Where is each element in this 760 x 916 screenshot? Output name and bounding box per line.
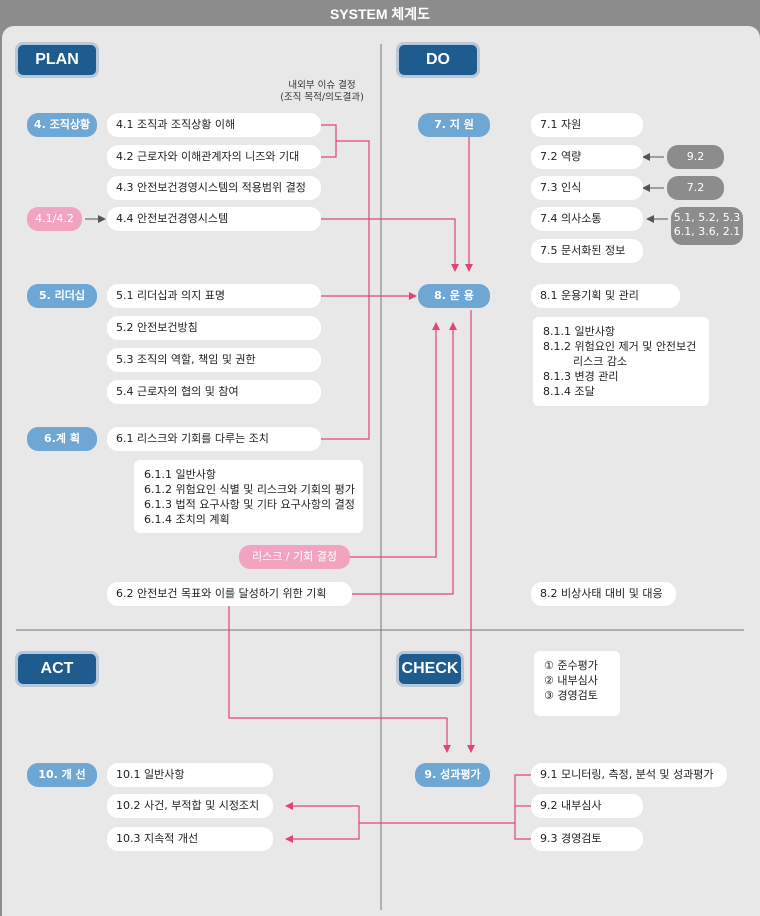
issues-note: 내외부 이슈 결정 (조직 목적/의도결과) — [262, 80, 382, 104]
sub-8-1-2: 8.1.2 위험요인 제거 및 안전보건 — [543, 340, 697, 353]
check-bracket — [514, 774, 531, 840]
ref-communication-line1: 5.1, 5.2, 5.3 — [673, 211, 741, 224]
risk-opportunity-tag: 리스크 / 기회 결정 — [239, 545, 350, 569]
ref-4-1-4-2: 4.1/4.2 — [27, 207, 82, 231]
tag-support: 7. 지 원 — [418, 113, 490, 137]
sub-6-1-3: 6.1.3 법적 요구사항 및 기타 요구사항의 결정 — [144, 498, 355, 511]
tag-planning: 6.계 획 — [27, 427, 97, 451]
item-4-4: 4.4 안전보건경영시스템 — [107, 207, 321, 231]
tag-evaluation: 9. 성과평가 — [415, 763, 490, 787]
item-7-5: 7.5 문서화된 정보 — [531, 239, 643, 263]
item-5-2: 5.2 안전보건방침 — [107, 316, 321, 340]
connector-41-42 — [321, 124, 337, 158]
ref-7-2: 7.2 — [667, 176, 724, 200]
sub-8-1-3: 8.1.3 변경 관리 — [543, 370, 619, 383]
arrow-check-to-act-2 — [285, 823, 360, 843]
connector-context-to-operation — [321, 140, 370, 440]
item-7-1: 7.1 자원 — [531, 113, 643, 137]
item-10-3: 10.3 지속적 개선 — [107, 827, 273, 851]
sub-8-1-4: 8.1.4 조달 — [543, 385, 595, 398]
check-list-3: ③ 경영검토 — [544, 689, 598, 702]
item-5-3: 5.3 조직의 역할, 책임 및 권한 — [107, 348, 321, 372]
sub-6-1-2: 6.1.2 위험요인 식별 및 리스크와 기회의 평가 — [144, 483, 355, 496]
operation-sub-box: 8.1.1 일반사항 8.1.2 위험요인 제거 및 안전보건 리스크 감소 8… — [533, 317, 709, 406]
item-5-1: 5.1 리더십과 의지 표명 — [107, 284, 321, 308]
issues-note-line2: (조직 목적/의도결과) — [280, 92, 364, 103]
ref-communication-line2: 6.1, 3.6, 2.1 — [673, 225, 741, 238]
item-8-2: 8.2 비상사태 대비 및 대응 — [531, 582, 676, 606]
planning-sub-box: 6.1.1 일반사항 6.1.2 위험요인 식별 및 리스크와 기회의 평가 6… — [134, 460, 363, 533]
sub-8-1-2-cont: 리스크 감소 — [573, 355, 628, 368]
ref-9-2: 9.2 — [667, 145, 724, 169]
arrow-44-to-operation — [321, 218, 459, 272]
arrow-objectives-to-operation — [352, 322, 457, 595]
section-act: ACT — [15, 651, 99, 687]
arrow-objectives-to-check — [228, 606, 451, 753]
arrow-risk-to-operation — [350, 322, 440, 558]
sub-6-1-1: 6.1.1 일반사항 — [144, 468, 216, 481]
item-6-1: 6.1 리스크와 기회를 다루는 조치 — [107, 427, 321, 451]
item-10-2: 10.2 사건, 부적합 및 시정조치 — [107, 794, 273, 818]
section-check: CHECK — [396, 651, 464, 687]
tag-operation: 8. 운 용 — [418, 284, 490, 308]
diagram-title: SYSTEM 체계도 — [329, 6, 431, 22]
item-9-2: 9.2 내부심사 — [531, 794, 643, 818]
sub-6-1-4: 6.1.4 조치의 계획 — [144, 513, 230, 526]
item-7-4: 7.4 의사소통 — [531, 207, 643, 231]
item-9-3: 9.3 경영검토 — [531, 827, 643, 851]
item-9-1: 9.1 모니터링, 측정, 분석 및 성과평가 — [531, 763, 727, 787]
item-5-4: 5.4 근로자의 협의 및 참여 — [107, 380, 321, 404]
tag-leadership: 5. 리더십 — [27, 284, 97, 308]
item-10-1: 10.1 일반사항 — [107, 763, 273, 787]
item-4-1: 4.1 조직과 조직상황 이해 — [107, 113, 321, 137]
section-plan: PLAN — [15, 42, 99, 78]
ref-communication: 5.1, 5.2, 5.3 6.1, 3.6, 2.1 — [671, 207, 743, 245]
sub-8-1-1: 8.1.1 일반사항 — [543, 325, 615, 338]
item-6-2: 6.2 안전보건 목표와 이를 달성하기 위한 기획 — [107, 582, 352, 606]
item-4-2: 4.2 근로자와 이해관계자의 니즈와 기대 — [107, 145, 321, 169]
section-do: DO — [396, 42, 480, 78]
item-7-3: 7.3 인식 — [531, 176, 643, 200]
tag-context: 4. 조직상황 — [27, 113, 97, 137]
item-7-2: 7.2 역량 — [531, 145, 643, 169]
item-4-3: 4.3 안전보건경영시스템의 적용범위 결정 — [107, 176, 321, 200]
check-list-1: ① 준수평가 — [544, 659, 598, 672]
arrow-check-to-act — [285, 802, 515, 824]
check-list-2: ② 내부심사 — [544, 674, 598, 687]
tag-improvement: 10. 개 선 — [27, 763, 97, 787]
issues-note-line1: 내외부 이슈 결정 — [288, 80, 356, 91]
item-8-1: 8.1 운용기획 및 관리 — [531, 284, 680, 308]
check-list-box: ① 준수평가 ② 내부심사 ③ 경영검토 — [534, 651, 620, 716]
